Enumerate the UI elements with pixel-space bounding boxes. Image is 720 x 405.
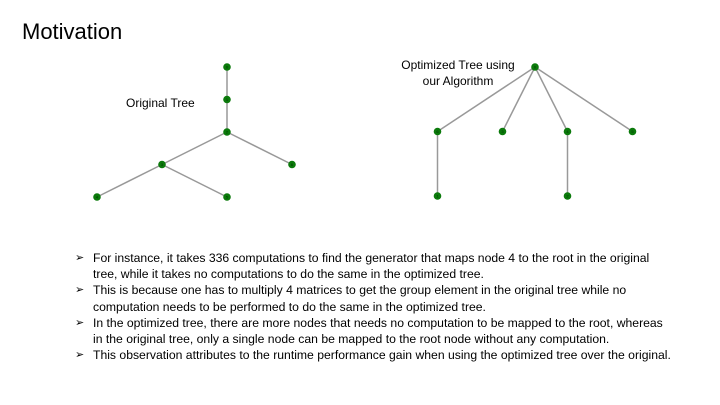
optimized-tree-edge-0-3 <box>501 66 536 132</box>
bullet-item: ➢For instance, it takes 336 computations… <box>75 251 650 282</box>
original-tree-edge-2-6 <box>226 131 293 166</box>
optimized-tree-node-label: 2 <box>566 194 569 199</box>
original-tree-node-label: 5 <box>226 195 229 200</box>
original-tree-node-label: 3 <box>161 162 164 167</box>
optimized-tree-edge-0-6 <box>437 66 536 133</box>
arrow-bullet-icon: ➢ <box>75 316 85 329</box>
original-tree-node-5 <box>223 193 231 201</box>
bullet-item: ➢This is because one has to multiply 4 m… <box>75 283 627 314</box>
original-tree-label: Original Tree <box>126 96 195 110</box>
arrow-bullet-icon: ➢ <box>75 284 85 297</box>
original-tree-node-label: 0 <box>226 65 229 70</box>
optimized-tree-node-label: 4 <box>566 129 569 134</box>
original-tree-edge-3-4 <box>96 163 163 198</box>
bullet-item: ➢In the optimized tree, there are more n… <box>75 315 663 347</box>
optimized-tree-node-2 <box>563 192 572 200</box>
original-tree-edge-3-5 <box>161 163 228 198</box>
slide-title: Motivation <box>22 19 123 44</box>
optimized-tree-node-label: 1 <box>436 194 439 199</box>
optimized-tree-label: Optimized Tree using our Algorithm <box>401 58 515 88</box>
original-tree-node-6 <box>288 160 296 169</box>
original-tree-node-0 <box>223 63 231 71</box>
original-tree-node-label: 4 <box>96 195 99 200</box>
optimized-tree-node-3 <box>498 127 507 136</box>
bullet-item: ➢This observation attributes to the runt… <box>75 348 671 363</box>
optimized-tree-node-6 <box>433 127 442 136</box>
optimized-tree-node-5 <box>628 127 637 136</box>
original-tree-node-3 <box>158 160 166 169</box>
original-tree-diagram: 0 1 2 3 6 4 5 <box>93 63 296 201</box>
optimized-tree-node-label: 6 <box>436 129 439 134</box>
optimized-tree-node-label: 5 <box>631 129 634 134</box>
optimized-tree-node-1 <box>433 192 442 200</box>
optimized-tree-node-0 <box>531 63 539 71</box>
tree-diagrams: 0 1 2 3 6 4 5 0 6 3 4 5 1 2 <box>93 63 637 201</box>
original-tree-node-label: 2 <box>226 130 229 135</box>
optimized-tree-edge-0-4 <box>534 66 569 132</box>
arrow-bullet-icon: ➢ <box>75 252 85 264</box>
bullet-list: ➢For instance, it takes 336 computations… <box>75 250 675 363</box>
original-tree-edge-2-3 <box>161 131 228 166</box>
original-tree-node-label: 1 <box>226 97 229 102</box>
original-tree-node-label: 6 <box>291 162 294 167</box>
optimized-tree-node-label: 3 <box>501 129 504 134</box>
original-tree-node-1 <box>223 95 231 104</box>
optimized-tree-node-label: 0 <box>534 65 537 70</box>
optimized-tree-edge-0-5 <box>534 66 633 133</box>
arrow-bullet-icon: ➢ <box>75 349 85 362</box>
original-tree-node-4 <box>93 193 101 201</box>
original-tree-node-2 <box>223 128 231 136</box>
optimized-tree-node-4 <box>563 127 572 136</box>
optimized-tree-diagram: 0 6 3 4 5 1 2 <box>433 63 637 200</box>
